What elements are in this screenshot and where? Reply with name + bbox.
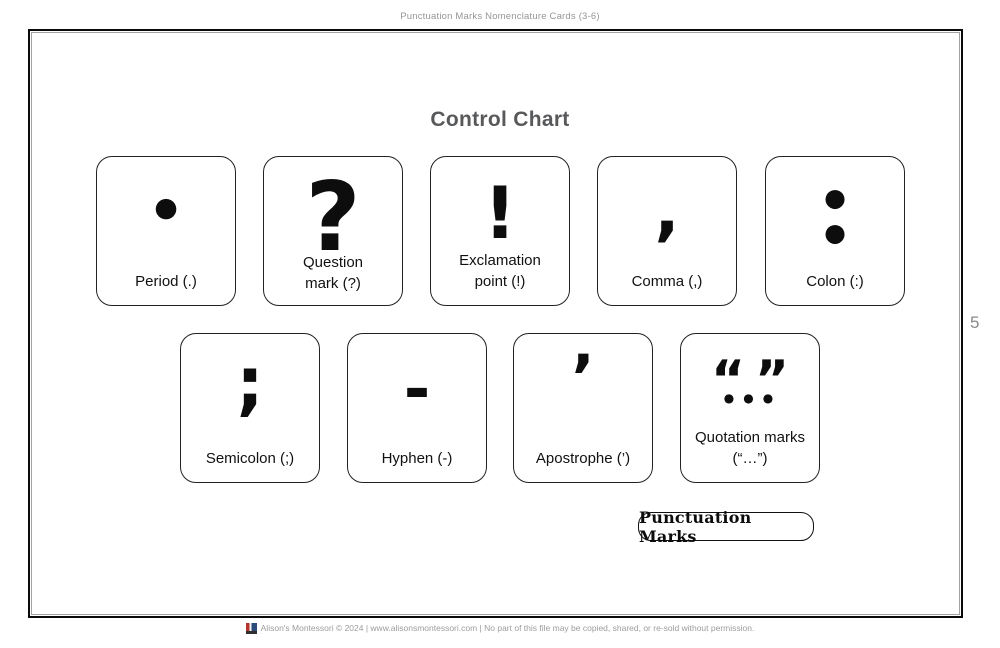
question-mark-symbol: ?: [305, 163, 361, 273]
card-question-mark: ? Question mark (?): [263, 156, 403, 306]
symbol-area: !: [431, 157, 569, 249]
card-quotation-marks: “ ” ●●● Quotation marks (“…”): [680, 333, 820, 483]
colon-symbol: ● ●: [824, 182, 846, 247]
card-label: Question mark (?): [264, 252, 402, 307]
card-label-line: Hyphen (-): [381, 450, 453, 467]
card-label-line: Exclamation: [459, 252, 541, 269]
card-label-line: Quotation marks: [694, 429, 806, 446]
symbol-area: ?: [264, 157, 402, 266]
card-label-line: Question: [302, 254, 364, 271]
card-label-line: Apostrophe (’): [535, 450, 631, 467]
card-label: Quotation marks (“…”): [681, 421, 819, 482]
card-label-line: Period (.): [135, 273, 197, 290]
card-exclamation-point: ! Exclamation point (!): [430, 156, 570, 306]
comma-symbol: ,: [654, 171, 680, 249]
card-semicolon: ; Semicolon (;): [180, 333, 320, 483]
punctuation-marks-label: Punctuation Marks: [639, 507, 752, 546]
semicolon-symbol: ;: [236, 341, 264, 424]
footer-credit: Alison's Montessori © 2024 | www.alisons…: [0, 620, 1000, 636]
symbol-area: ;: [181, 334, 319, 421]
card-label: Period (.): [97, 244, 235, 305]
ellipsis-dots-symbol: ●●●: [723, 391, 783, 405]
card-label-line: point (!): [474, 273, 526, 290]
symbol-area: ●: [97, 157, 235, 244]
document-header-title: Punctuation Marks Nomenclature Cards (3-…: [400, 11, 600, 22]
exclamation-point-symbol: !: [483, 170, 517, 255]
card-label-line: mark (?): [305, 275, 361, 292]
card-apostrophe: ’ Apostrophe (’): [513, 333, 653, 483]
alisons-montessori-logo-icon: [245, 622, 257, 634]
symbol-area: ’: [514, 334, 652, 421]
card-comma: , Comma (,): [597, 156, 737, 306]
card-label: Comma (,): [598, 244, 736, 305]
page-title: Control Chart: [430, 108, 570, 131]
footer-text: Alison's Montessori © 2024 | www.alisons…: [260, 623, 755, 633]
symbol-area: -: [348, 334, 486, 427]
card-label-line: Semicolon (;): [205, 450, 295, 467]
page-frame: [28, 29, 963, 618]
card-hyphen: - Hyphen (-): [347, 333, 487, 483]
card-label-line: Comma (,): [631, 273, 703, 290]
card-label: Apostrophe (’): [514, 421, 652, 482]
symbol-area: ● ●: [766, 157, 904, 247]
card-label: Hyphen (-): [348, 421, 486, 482]
punctuation-marks-label-box: Punctuation Marks: [638, 508, 814, 546]
page-number: 5: [970, 313, 980, 332]
close-quote-symbol: ”: [754, 350, 789, 410]
card-label-line: Colon (:): [806, 273, 864, 290]
card-label-line: (“…”): [732, 450, 768, 467]
symbol-area: ,: [598, 157, 736, 244]
card-colon: ● ● Colon (:): [765, 156, 905, 306]
hyphen-symbol: -: [403, 352, 431, 427]
card-label: Exclamation point (!): [431, 244, 569, 305]
open-quote-symbol: “: [711, 350, 746, 410]
card-label: Semicolon (;): [181, 421, 319, 482]
period-symbol: ●: [154, 192, 178, 223]
apostrophe-symbol: ’: [571, 340, 595, 414]
card-label: Colon (:): [766, 244, 904, 305]
symbol-area: “ ” ●●●: [681, 334, 819, 421]
card-period: ● Period (.): [96, 156, 236, 306]
